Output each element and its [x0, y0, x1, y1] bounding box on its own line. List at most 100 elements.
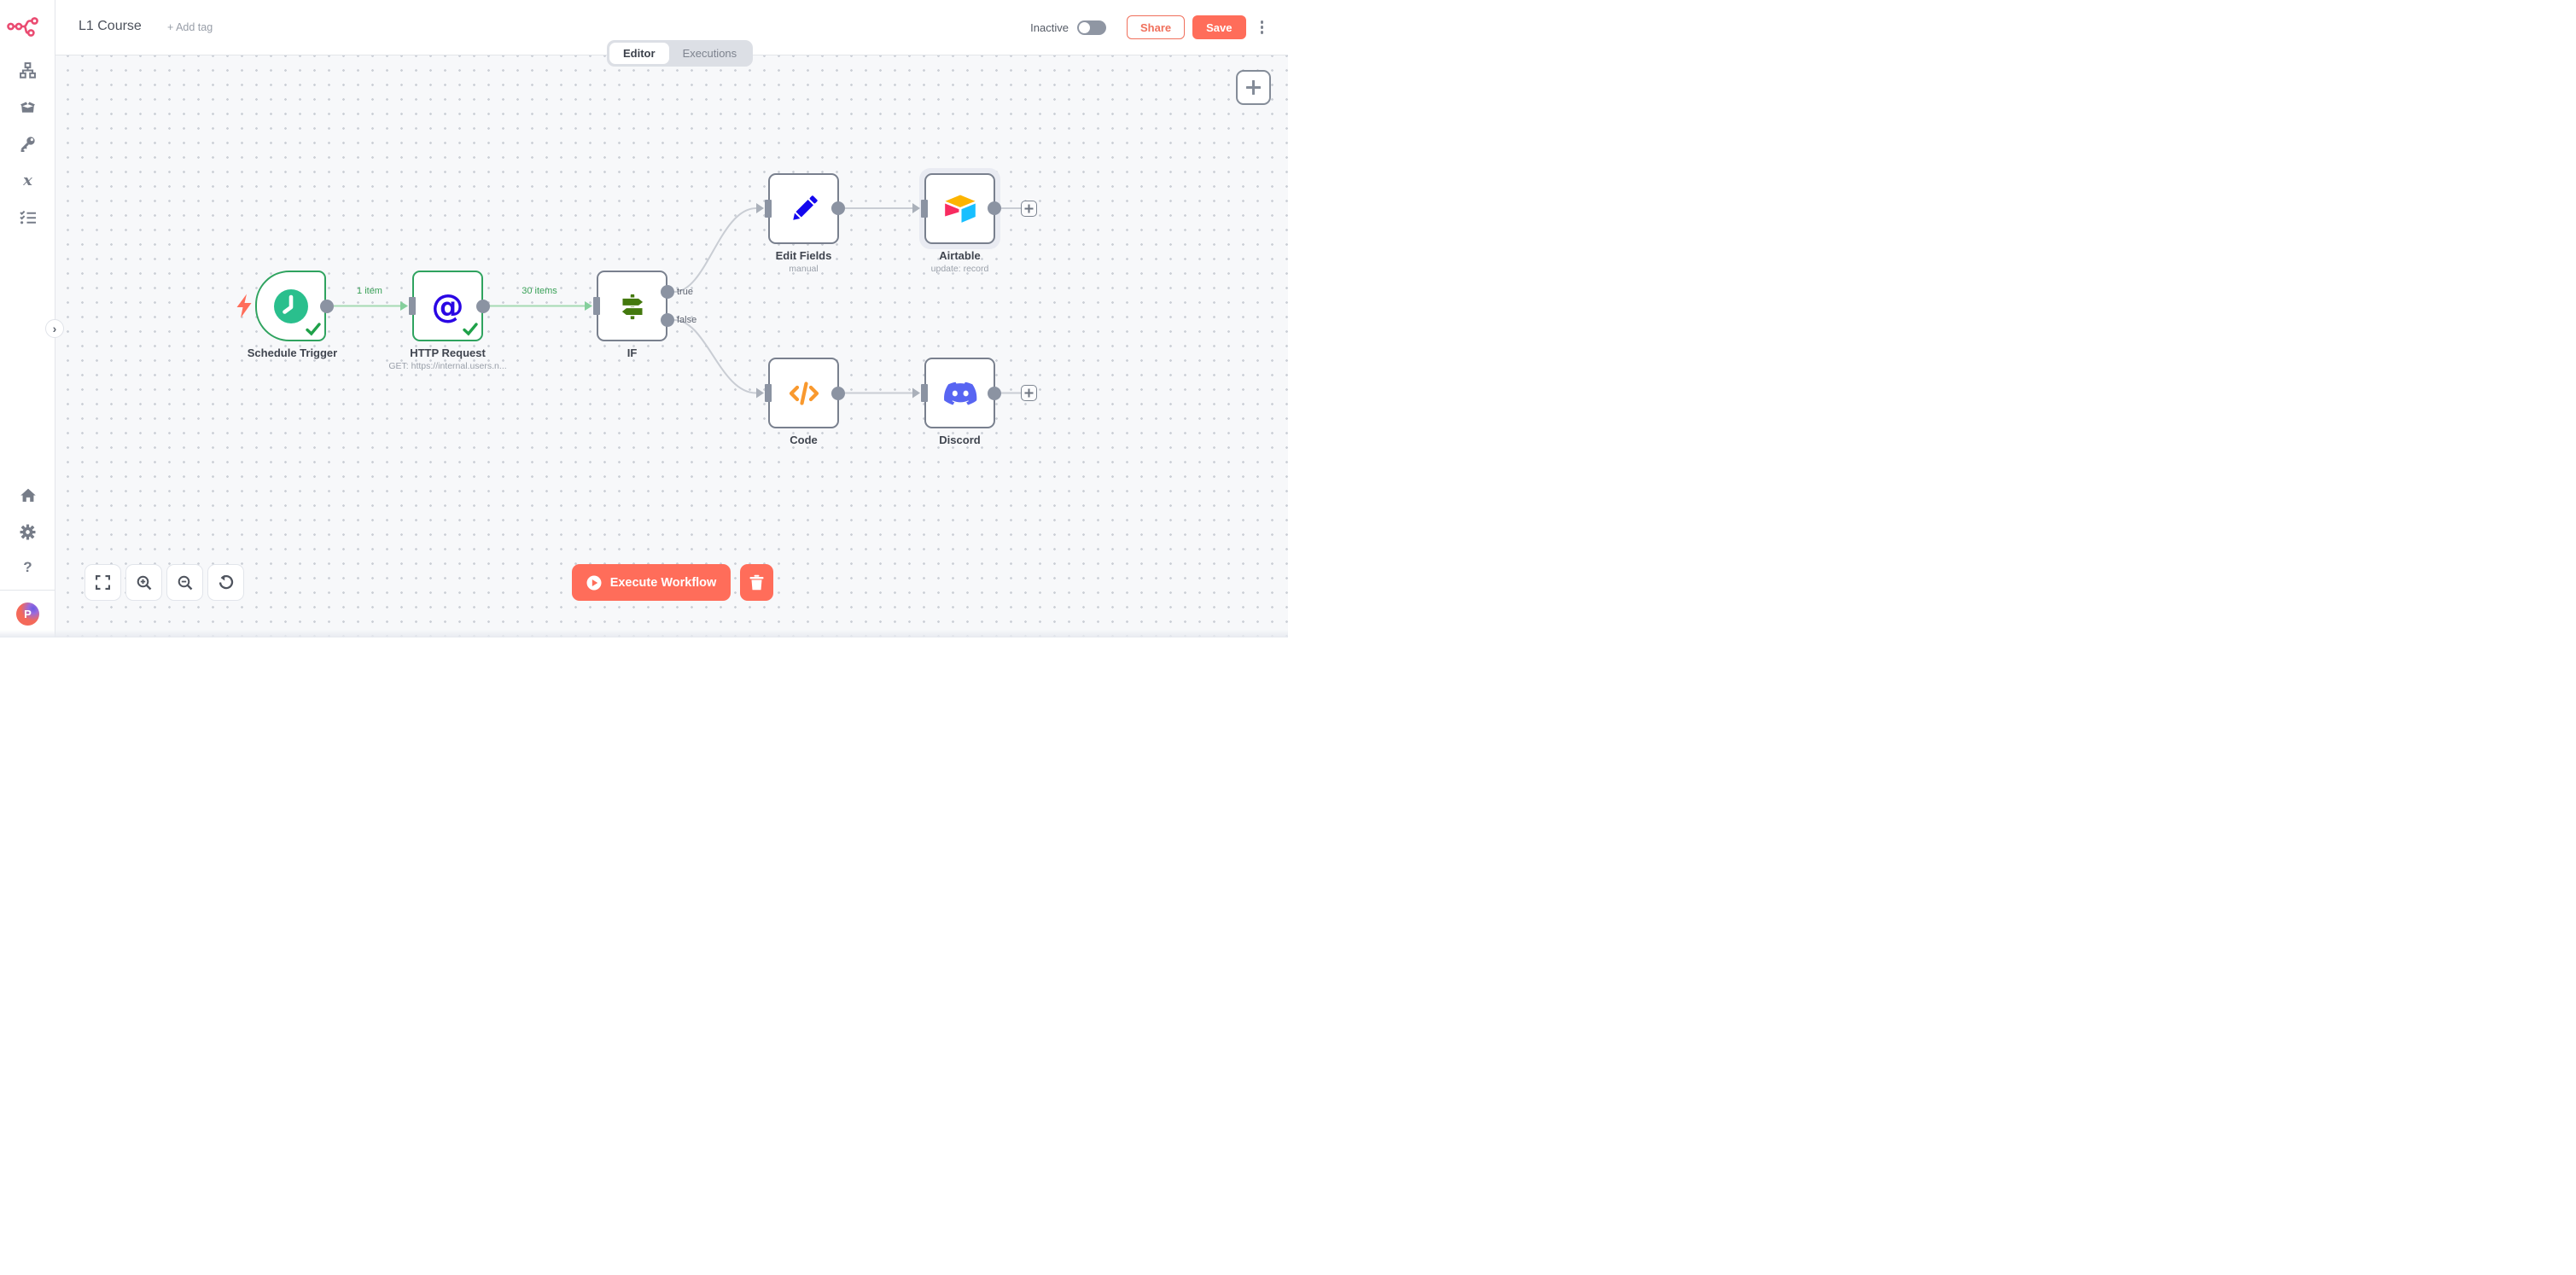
at-sign-icon: @: [431, 287, 464, 325]
n8n-workflow-editor: x: [0, 0, 1288, 638]
add-connected-node-button[interactable]: [1021, 385, 1037, 401]
node-label: Edit Fields: [775, 249, 832, 262]
add-tag-button[interactable]: + Add tag: [167, 21, 213, 33]
node-label: IF: [627, 346, 638, 359]
n8n-logo-icon[interactable]: [7, 14, 41, 39]
connection-count-label: 1 item: [357, 286, 382, 296]
avatar-initial: P: [24, 608, 32, 620]
key-icon: [20, 136, 35, 152]
node-label: Code: [790, 434, 818, 446]
home-icon: [20, 488, 36, 502]
output-handle-true[interactable]: [661, 285, 674, 299]
execute-workflow-button[interactable]: Execute Workflow: [572, 564, 731, 601]
clock-icon: [273, 288, 308, 323]
delete-workflow-button[interactable]: [740, 564, 773, 601]
help-question-icon: ?: [23, 559, 32, 575]
share-button[interactable]: Share: [1126, 15, 1186, 39]
output-label-true: true: [677, 287, 693, 297]
plus-icon: [1024, 204, 1034, 212]
code-brackets-icon: [789, 381, 819, 405]
zoom-out-icon: [178, 575, 192, 590]
input-handle[interactable]: [409, 297, 416, 315]
templates-box-icon: [20, 102, 35, 113]
active-toggle[interactable]: [1076, 20, 1106, 35]
main-area: L1 Course + Add tag Inactive Share Save …: [55, 0, 1288, 638]
node-label: Discord: [939, 434, 981, 446]
sidebar-item-settings[interactable]: [0, 519, 55, 544]
sidebar-item-credentials[interactable]: [0, 131, 55, 156]
sidebar-divider: [0, 590, 55, 591]
reset-zoom-button[interactable]: [207, 564, 244, 601]
workflow-canvas[interactable]: Schedule Trigger 1 item @ HTTP Request G…: [55, 55, 1288, 638]
input-handle[interactable]: [921, 199, 928, 218]
zoom-out-button[interactable]: [166, 564, 203, 601]
sidebar: x: [0, 0, 55, 638]
node-label: Schedule Trigger: [247, 346, 338, 359]
output-handle[interactable]: [831, 201, 845, 215]
more-options-menu-icon[interactable]: [1258, 18, 1267, 37]
variables-x-icon: x: [23, 171, 32, 189]
zoom-in-icon: [137, 575, 151, 590]
node-subtitle: manual: [789, 264, 819, 274]
trigger-bolt-icon: [236, 294, 252, 318]
sidebar-item-workflows[interactable]: [0, 57, 55, 83]
active-status-label: Inactive: [1030, 20, 1069, 34]
output-label-false: false: [677, 315, 697, 325]
tab-executions[interactable]: Executions: [682, 47, 737, 60]
add-node-button[interactable]: [1236, 70, 1271, 105]
input-handle[interactable]: [921, 384, 928, 402]
pencil-icon: [792, 195, 818, 220]
output-handle[interactable]: [476, 299, 490, 313]
toggle-knob: [1078, 21, 1090, 33]
node-label: Airtable: [939, 249, 981, 262]
trash-icon: [749, 574, 764, 591]
success-check-icon: [463, 323, 478, 336]
view-tabs: Editor Executions: [607, 40, 754, 67]
output-handle[interactable]: [320, 299, 334, 313]
workflow-title[interactable]: L1 Course: [79, 19, 142, 33]
output-handle-false[interactable]: [661, 313, 674, 327]
node-label: HTTP Request: [410, 346, 486, 359]
sidebar-item-home[interactable]: [0, 482, 55, 508]
sidebar-item-help[interactable]: ?: [0, 555, 55, 580]
header-actions: Inactive Share Save: [1030, 0, 1266, 55]
zoom-to-fit-button[interactable]: [85, 564, 121, 601]
plus-icon: [1024, 388, 1034, 398]
node-edit-fields[interactable]: [768, 173, 839, 244]
node-subtitle: update: record: [930, 264, 989, 274]
sidebar-item-variables[interactable]: x: [0, 167, 55, 193]
connection-wires: [334, 203, 1021, 399]
chevron-right-icon: ›: [52, 322, 57, 335]
connection-count-label: 30 items: [522, 286, 557, 296]
sidebar-item-executions[interactable]: [0, 204, 55, 230]
sidebar-expand-button[interactable]: ›: [45, 319, 64, 338]
signpost-icon: [620, 294, 644, 319]
success-check-icon: [306, 323, 321, 336]
fit-view-icon: [96, 575, 110, 590]
input-handle[interactable]: [765, 199, 772, 218]
node-airtable[interactable]: [924, 173, 995, 244]
zoom-in-button[interactable]: [125, 564, 162, 601]
workflows-icon: [20, 61, 36, 79]
output-handle[interactable]: [831, 386, 845, 400]
input-handle[interactable]: [765, 384, 772, 402]
node-subtitle: GET: https://internal.users.n...: [388, 361, 507, 371]
add-connected-node-button[interactable]: [1021, 200, 1037, 217]
node-discord[interactable]: [924, 358, 995, 428]
execute-workflow-label: Execute Workflow: [609, 575, 717, 590]
plus-icon: [1246, 80, 1261, 95]
input-handle[interactable]: [593, 297, 600, 315]
reset-undo-icon: [219, 574, 234, 590]
discord-logo-icon: [943, 381, 976, 405]
tab-editor[interactable]: Editor: [609, 43, 669, 64]
output-handle[interactable]: [988, 201, 1001, 215]
node-if[interactable]: [597, 271, 667, 341]
sidebar-item-templates[interactable]: [0, 94, 55, 119]
node-code[interactable]: [768, 358, 839, 428]
airtable-logo-icon: [944, 195, 976, 223]
checklist-icon: [19, 210, 36, 224]
play-icon: [586, 575, 602, 590]
save-button[interactable]: Save: [1192, 15, 1246, 39]
user-avatar[interactable]: P: [16, 603, 39, 626]
output-handle[interactable]: [988, 386, 1001, 400]
